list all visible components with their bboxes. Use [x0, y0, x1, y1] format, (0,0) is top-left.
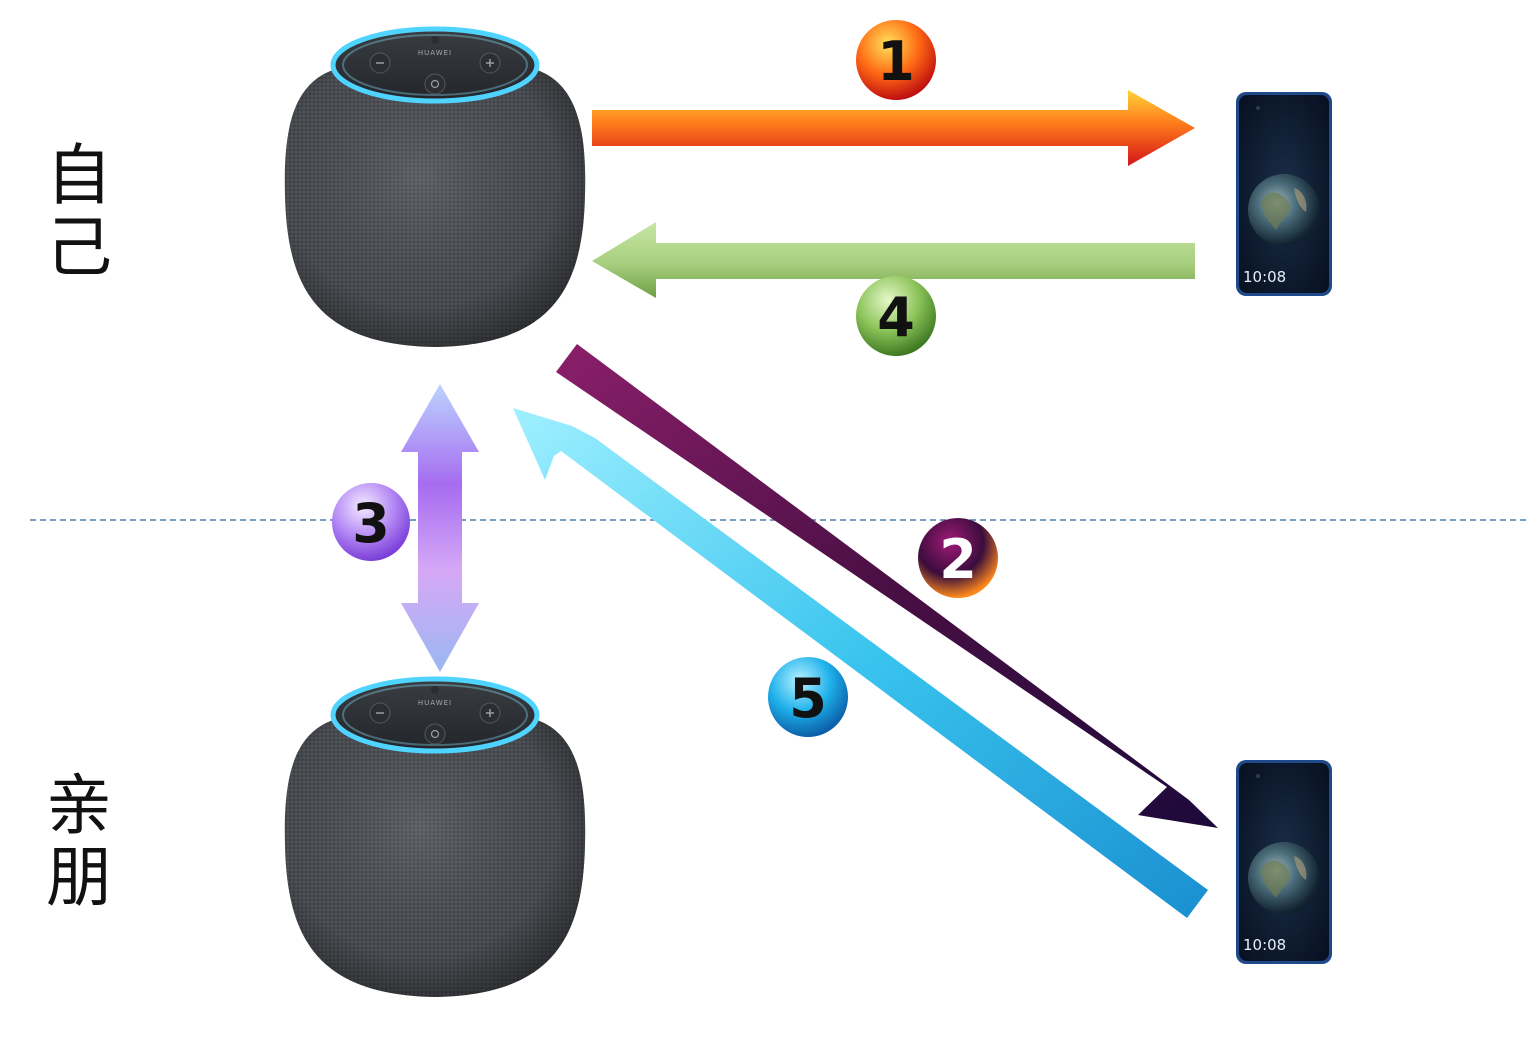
svg-text:5: 5 — [789, 667, 827, 730]
arrow-step-4 — [592, 222, 1195, 298]
friend-speaker-brand: HUAWEI — [418, 699, 452, 707]
arrow-step-5 — [513, 408, 1208, 918]
friend-phone-clock: 10:08 — [1243, 936, 1286, 954]
step-badge-2: 2 — [918, 518, 998, 598]
step-badge-3: 3 — [332, 483, 410, 561]
svg-text:2: 2 — [939, 528, 977, 591]
friend-phone: 10:08 — [1236, 760, 1332, 964]
arrow-step-2 — [556, 344, 1218, 828]
arrow-step-3 — [401, 384, 479, 672]
self-phone: 10:08 — [1236, 92, 1332, 296]
arrow-step-1 — [592, 90, 1195, 166]
self-speaker-brand: HUAWEI — [418, 49, 452, 57]
svg-text:3: 3 — [352, 492, 390, 555]
self-speaker: HUAWEI — [285, 29, 585, 347]
svg-text:1: 1 — [877, 30, 915, 93]
self-phone-clock: 10:08 — [1243, 268, 1286, 286]
label-friend: 亲朋 — [35, 770, 112, 914]
step-badge-1: 1 — [856, 20, 936, 100]
friend-speaker: HUAWEI — [285, 679, 585, 997]
step-badge-5: 5 — [768, 657, 848, 737]
step-badge-4: 4 — [856, 276, 936, 356]
label-self: 自己 — [35, 140, 112, 284]
svg-text:4: 4 — [877, 286, 915, 349]
